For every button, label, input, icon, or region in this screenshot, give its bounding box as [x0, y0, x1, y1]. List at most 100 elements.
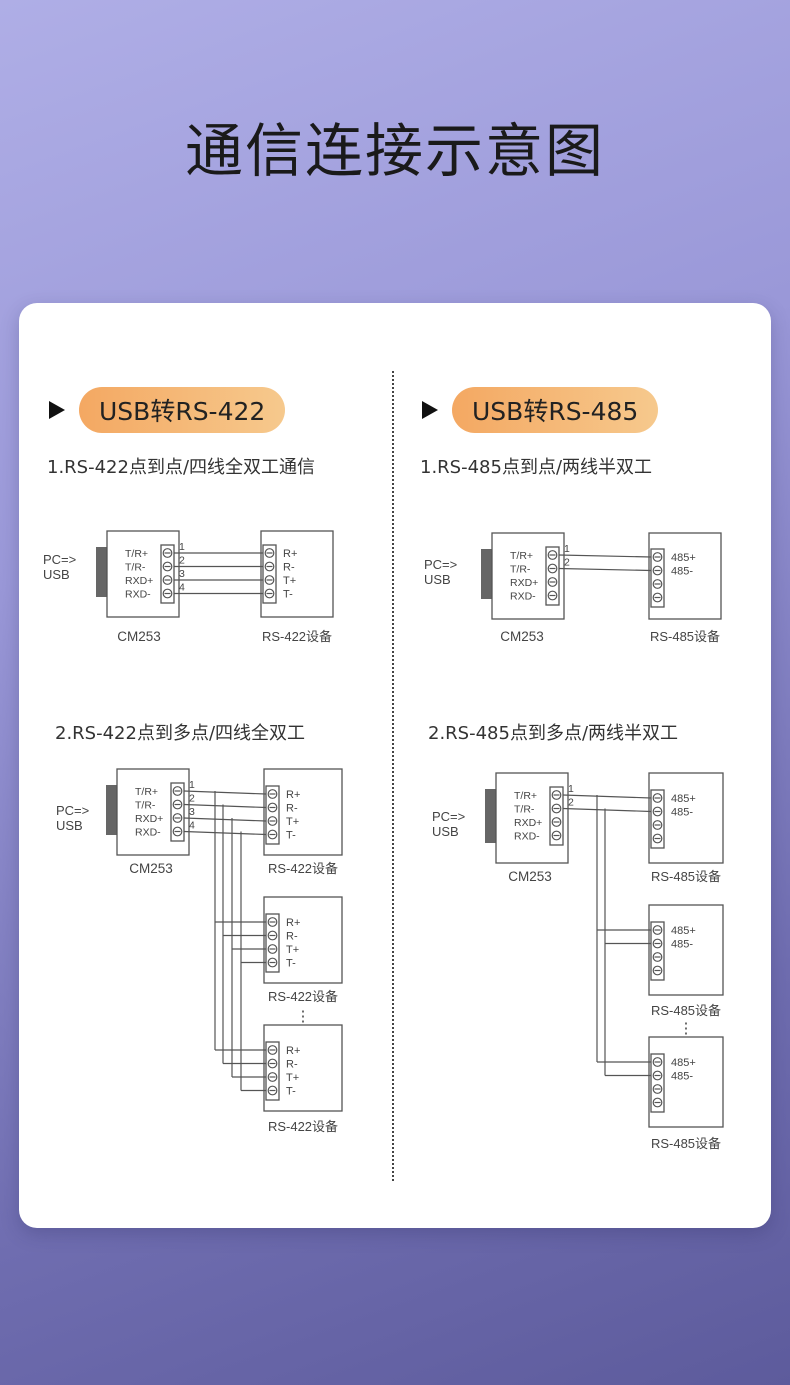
device-pin-label: 485+: [671, 552, 696, 564]
page-title: 通信连接示意图: [184, 117, 605, 185]
device-terminal-block: [262, 544, 277, 604]
device-pin-label: T-: [286, 830, 296, 842]
device-box: [648, 772, 724, 864]
converter-pin-label: T/R+: [135, 786, 158, 798]
converter-pin-label: T/R+: [125, 548, 148, 560]
wiring-diagrams: PC=>USBT/R+T/R-RXD+RXD-CM253R+R-T+T-RS-4…: [43, 530, 724, 1151]
device-terminal-block: [265, 1041, 280, 1101]
device-box: [263, 1024, 343, 1112]
device-pin-label: R-: [283, 562, 295, 574]
device-label: RS-422设备: [268, 861, 338, 876]
device-pin-label: 485-: [671, 566, 693, 578]
device-pin-label: T-: [286, 958, 296, 970]
wire-number: 2: [568, 797, 574, 809]
usb-connector: [481, 549, 492, 599]
converter-model-label: CM253: [500, 629, 544, 644]
pc-label: PC=>: [43, 552, 76, 567]
wire: [558, 567, 652, 572]
converter-pin-label: T/R+: [510, 550, 533, 562]
device-terminal-block: [650, 789, 665, 849]
pc-label: PC=>: [56, 803, 89, 818]
rs485-badge: USB转RS-485: [452, 387, 659, 433]
wire-number: 3: [179, 568, 185, 580]
converter-pin-label: RXD-: [135, 827, 161, 839]
converter-model-label: CM253: [508, 869, 552, 884]
device-terminal-block: [265, 785, 280, 845]
device-pin-label: 485-: [671, 939, 693, 951]
device-box: [648, 904, 724, 996]
device-pin-label: T+: [283, 575, 296, 587]
wire-number: 4: [189, 820, 195, 832]
rs422-badge: USB转RS-422: [79, 387, 286, 433]
device-pin-label: R+: [286, 917, 300, 929]
converter-pin-label: T/R-: [510, 564, 531, 576]
device-pin-label: T+: [286, 944, 299, 956]
converter-model-label: CM253: [129, 861, 173, 876]
converter-pin-label: T/R-: [125, 562, 146, 574]
play-arrow-icon: [422, 401, 438, 419]
ellipsis: ⋮: [296, 1008, 311, 1025]
play-arrow-icon: [49, 401, 65, 419]
usb-connector: [96, 547, 107, 597]
device-pin-label: R-: [286, 1059, 298, 1071]
device-pin-label: 485-: [671, 1071, 693, 1083]
device-pin-label: 485+: [671, 793, 696, 805]
device-box: [648, 1036, 724, 1128]
device-label: RS-422设备: [262, 629, 332, 644]
converter-terminal-block: [160, 544, 175, 604]
wire: [183, 803, 267, 809]
device-label: RS-485设备: [650, 629, 720, 644]
usb-label: USB: [424, 572, 451, 587]
rs422-p2p-title: 1.RS-422点到点/四线全双工通信: [47, 457, 316, 478]
pc-label: PC=>: [432, 809, 465, 824]
device-box: [260, 530, 334, 618]
converter-box: [106, 530, 180, 618]
wire: [562, 807, 652, 813]
wire-number: 1: [568, 783, 574, 795]
converter-box: [495, 772, 569, 864]
device-label: RS-422设备: [268, 989, 338, 1004]
device-terminal-block: [650, 548, 665, 608]
diagram-card: USB转RS-422 USB转RS-485 1.RS-422点到点/四线全双工通…: [19, 303, 771, 1228]
wire-number: 1: [179, 541, 185, 553]
device-terminal-block: [265, 913, 280, 973]
wire: [558, 554, 652, 558]
device-pin-label: R+: [286, 1045, 300, 1057]
device-terminal-block: [650, 921, 665, 981]
wire: [562, 794, 652, 799]
converter-pin-label: RXD+: [514, 817, 542, 829]
center-divider: [392, 371, 394, 1181]
converter-terminal-block: [545, 546, 560, 606]
device-label: RS-485设备: [651, 1003, 721, 1018]
device-pin-label: 485+: [671, 1057, 696, 1069]
converter-pin-label: T/R+: [514, 790, 537, 802]
converter-pin-label: T/R-: [514, 804, 535, 816]
wire-number: 1: [189, 779, 195, 791]
device-pin-label: R+: [286, 789, 300, 801]
converter-pin-label: T/R-: [135, 800, 156, 812]
device-pin-label: R-: [286, 803, 298, 815]
converter-pin-label: RXD+: [135, 813, 163, 825]
device-terminal-block: [650, 1053, 665, 1113]
converter-model-label: CM253: [117, 629, 161, 644]
converter-pin-label: RXD-: [125, 589, 151, 601]
device-pin-label: T+: [286, 1072, 299, 1084]
device-label: RS-485设备: [651, 1136, 721, 1151]
usb-label: USB: [432, 824, 459, 839]
wire-number: 2: [564, 557, 570, 569]
converter-terminal-block: [170, 782, 185, 842]
rs422-multi-title: 2.RS-422点到多点/四线全双工: [55, 723, 306, 744]
wire-number: 4: [179, 582, 185, 594]
device-pin-label: R-: [286, 931, 298, 943]
device-pin-label: T-: [283, 589, 293, 601]
left-section-header: USB转RS-422: [49, 387, 286, 433]
usb-connector: [106, 785, 117, 835]
right-section-header: USB转RS-485: [422, 387, 659, 433]
pc-label: PC=>: [424, 557, 457, 572]
wire: [183, 817, 267, 822]
rs485-p2p-title: 1.RS-485点到点/两线半双工: [420, 457, 653, 478]
wire-number: 3: [189, 806, 195, 818]
wire: [183, 790, 267, 795]
device-box: [263, 896, 343, 984]
device-pin-label: 485+: [671, 925, 696, 937]
